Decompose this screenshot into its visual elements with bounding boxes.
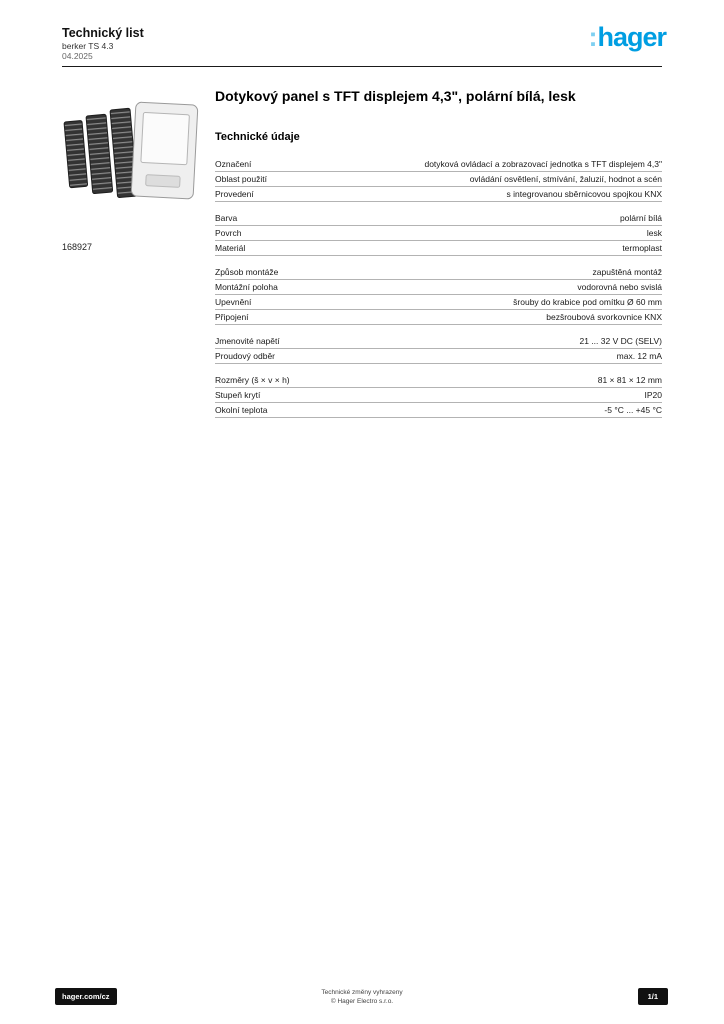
spec-value: lesk bbox=[646, 227, 662, 238]
footer: hager.com/cz Technické změny vyhrazeny ©… bbox=[0, 988, 724, 1010]
spec-value: -5 °C ... +45 °C bbox=[604, 404, 662, 415]
spec-row: Připojení bezšroubová svorkovnice KNX bbox=[215, 310, 662, 325]
spec-value: max. 12 mA bbox=[616, 350, 662, 361]
spec-label: Oblast použití bbox=[215, 173, 267, 184]
spec-label: Proudový odběr bbox=[215, 350, 276, 361]
document-type: Technický list bbox=[62, 26, 144, 40]
logo-wordmark: hager bbox=[597, 22, 667, 52]
spec-label: Způsob montáže bbox=[215, 266, 279, 277]
specs-heading: Technické údaje bbox=[215, 130, 300, 143]
spec-label: Jmenovité napětí bbox=[215, 335, 280, 346]
spec-row: Jmenovité napětí 21 ... 32 V DC (SELV) bbox=[215, 334, 662, 349]
spec-row: Montážní poloha vodorovná nebo svislá bbox=[215, 280, 662, 295]
spec-label: Barva bbox=[215, 212, 238, 223]
spec-label: Připojení bbox=[215, 311, 249, 322]
spec-label: Montážní poloha bbox=[215, 281, 278, 292]
spec-row: Provedení s integrovanou sběrnicovou spoj… bbox=[215, 187, 662, 202]
spec-row: Okolní teplota -5 °C ... +45 °C bbox=[215, 403, 662, 418]
logo-colon: : bbox=[588, 22, 597, 52]
spec-value: vodorovná nebo svislá bbox=[577, 281, 662, 292]
spec-row: Proudový odběr max. 12 mA bbox=[215, 349, 662, 364]
spec-label: Rozměry (š × v × h) bbox=[215, 374, 290, 385]
spec-label: Okolní teplota bbox=[215, 404, 268, 415]
spec-label: Upevnění bbox=[215, 296, 252, 307]
spec-value: IP20 bbox=[644, 389, 663, 400]
product-image bbox=[62, 96, 204, 208]
spec-row: Označení dotyková ovládací a zobrazovací … bbox=[215, 157, 662, 172]
cover-frame bbox=[130, 101, 199, 200]
spec-label: Označení bbox=[215, 158, 252, 169]
spec-value: 21 ... 32 V DC (SELV) bbox=[579, 335, 662, 346]
hager-logo: :hager bbox=[588, 22, 667, 52]
document-date: 04.2025 bbox=[62, 51, 93, 62]
product-family: berker TS 4.3 bbox=[62, 41, 114, 52]
module-1 bbox=[63, 120, 89, 189]
spec-table: Označení dotyková ovládací a zobrazovací … bbox=[215, 157, 662, 418]
spec-value: polární bílá bbox=[619, 212, 662, 223]
spec-label: Povrch bbox=[215, 227, 242, 238]
spec-row: Rozměry (š × v × h) 81 × 81 × 12 mm bbox=[215, 373, 662, 388]
spec-label: Stupeň krytí bbox=[215, 389, 261, 400]
product-photo-svg bbox=[63, 101, 199, 200]
footer-notes: Technické změny vyhrazeny © Hager Electr… bbox=[321, 989, 402, 1007]
spec-value: zapuštěná montáž bbox=[592, 266, 662, 277]
spec-value: 81 × 81 × 12 mm bbox=[597, 374, 662, 385]
header-block: Technický list berker TS 4.3 04.2025 bbox=[62, 26, 144, 62]
product-title: Dotykový panel s TFT displejem 4,3", pol… bbox=[215, 88, 576, 104]
module-2 bbox=[85, 113, 114, 195]
spec-value: termoplast bbox=[622, 242, 662, 253]
spec-row: Oblast použití ovládání osvětlení, stmívá… bbox=[215, 172, 662, 187]
header-divider bbox=[62, 66, 662, 67]
page-indicator: 1/1 bbox=[637, 988, 668, 1005]
spec-value: bezšroubová svorkovnice KNX bbox=[546, 311, 662, 322]
spec-value: ovládání osvětlení, stmívání, žaluzií, h… bbox=[469, 173, 662, 184]
footer-note-2: © Hager Electro s.r.o. bbox=[330, 997, 394, 1005]
product-reference: 168927 bbox=[62, 242, 93, 252]
spec-row: Stupeň krytí IP20 bbox=[215, 388, 662, 403]
spec-value: s integrovanou sběrnicovou spojkou KNX bbox=[506, 188, 662, 199]
spec-row: Upevnění šrouby do krabice pod omítku Ø 6… bbox=[215, 295, 662, 310]
spec-row: Materiál termoplast bbox=[215, 241, 662, 256]
right-column: Dotykový panel s TFT displejem 4,3", pol… bbox=[215, 88, 662, 418]
spec-value: šrouby do krabice pod omítku Ø 60 mm bbox=[513, 296, 662, 307]
left-column: 168927 bbox=[62, 96, 207, 252]
spec-value: dotyková ovládací a zobrazovací jednotka… bbox=[424, 158, 662, 169]
spec-row: Povrch lesk bbox=[215, 226, 662, 241]
spec-row: Barva polární bílá bbox=[215, 211, 662, 226]
website-link[interactable]: hager.com/cz bbox=[55, 988, 117, 1005]
spec-label: Provedení bbox=[215, 188, 254, 199]
spec-row: Způsob montáže zapuštěná montáž bbox=[215, 265, 662, 280]
footer-note-1: Technické změny vyhrazeny bbox=[321, 989, 403, 996]
spec-label: Materiál bbox=[215, 242, 246, 253]
